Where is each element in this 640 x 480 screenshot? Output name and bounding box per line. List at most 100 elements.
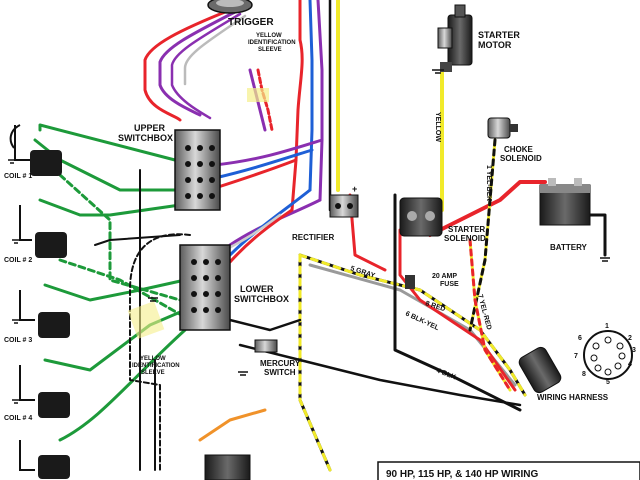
label-lower-switchbox-2: SWITCHBOX	[234, 294, 289, 304]
label-mercury-switch-1: MERCURY	[260, 359, 301, 368]
wire-red-to-upper	[213, 158, 298, 190]
label-lower-switchbox-1: LOWER	[240, 284, 274, 294]
coil-3-component	[19, 290, 70, 338]
upper-switchbox-component	[174, 129, 221, 211]
pin-label: 1	[605, 323, 609, 330]
mercury-switch-component	[254, 339, 278, 353]
label-upper-switchbox-2: SWITCHBOX	[118, 133, 173, 143]
wire-yel-red	[468, 238, 512, 392]
coil-2-component	[19, 205, 67, 258]
fuse-component	[405, 275, 415, 289]
label-trigger: TRIGGER	[228, 17, 274, 28]
label-yellow-sleeve-top-1: YELLOW	[256, 33, 282, 39]
label-yellow-sleeve-bottom-2: IDENTIFICATION	[132, 363, 180, 369]
wire-red-solenoid	[398, 228, 517, 392]
wire-green-white-2	[58, 258, 192, 322]
label-wiring-harness: WIRING HARNESS	[537, 393, 609, 402]
coil-4-component	[19, 365, 70, 418]
wire-blk-yel-vertical-dash	[298, 253, 332, 472]
wire-label-blk: 4 BLK	[435, 367, 456, 381]
label-upper-switchbox-1: UPPER	[134, 123, 166, 133]
title-box	[377, 461, 640, 480]
label-yellow-sleeve-bottom-3: SLEEVE	[141, 370, 165, 376]
yellow-sleeve-bottom-marker	[127, 301, 165, 339]
label-choke-solenoid-1: CHOKE	[504, 145, 534, 154]
label-yellow-sleeve-bottom-1: YELLOW	[140, 356, 166, 362]
label-battery: BATTERY	[550, 243, 588, 252]
wire-black-battery	[588, 213, 607, 257]
diagram-title: 90 HP, 115 HP, & 140 HP WIRING	[386, 469, 539, 480]
wire-blk-yel-lower	[228, 318, 302, 332]
wire-bundle	[33, 0, 607, 472]
label-starter-motor-1: STARTER	[478, 30, 520, 40]
wire-green-white-1	[58, 173, 182, 302]
wire-red-battery	[428, 180, 547, 237]
lower-module-component	[204, 454, 251, 480]
wire-orange	[198, 408, 267, 442]
wire-black-left-1	[94, 234, 181, 246]
choke-solenoid-component	[487, 117, 518, 139]
label-starter-motor-2: MOTOR	[478, 40, 512, 50]
wire-label-yel-blk: 1 YEL-BLK	[485, 165, 492, 201]
svg-text:+: +	[352, 184, 357, 194]
pin-label: 7	[574, 353, 578, 360]
label-mercury-switch-2: SWITCH	[264, 368, 296, 377]
wire-purple-trigger-2	[170, 12, 242, 120]
label-yellow-sleeve-top-2: IDENTIFICATION	[248, 40, 296, 46]
label-choke-solenoid-2: SOLENOID	[500, 154, 542, 163]
label-coil-2: COIL # 2	[4, 257, 32, 264]
starter-solenoid-component	[399, 197, 443, 237]
pin-label: 5	[606, 379, 610, 386]
lower-switchbox-component	[179, 244, 231, 331]
battery-component	[539, 178, 591, 226]
label-coil-1: COIL # 1	[4, 173, 32, 180]
wire-purple-vertical	[316, 0, 324, 202]
wire-black-white-loop	[129, 233, 191, 471]
pin-label: 3	[632, 347, 636, 354]
wire-black-harness	[393, 193, 522, 412]
wire-green-coil2	[38, 198, 182, 217]
label-coil-3: COIL # 3	[4, 337, 32, 344]
pin-label: 2	[628, 335, 632, 342]
starter-motor-component	[437, 4, 473, 72]
wire-blk-yel-main-dash	[298, 253, 527, 397]
wire-green-coil4	[43, 308, 187, 372]
wiring-harness-plug	[518, 330, 633, 394]
wire-red-vertical	[290, 0, 304, 212]
wire-white-trigger	[183, 14, 247, 86]
wire-yel-blk-dash	[468, 138, 497, 332]
label-fuse-1: 20 AMP	[432, 273, 457, 280]
wire-blue-to-lower	[228, 188, 312, 257]
wire-purple-to-upper	[213, 138, 324, 167]
label-coil-4: COIL # 4	[4, 415, 32, 422]
wire-red-trigger	[143, 8, 232, 122]
ground-symbols	[8, 69, 610, 404]
coil-5-component	[19, 440, 70, 479]
pin-label: 8	[582, 371, 586, 378]
harness-pin-labels: 1 2 3 4 5 6 7 8	[574, 323, 636, 386]
label-rectifier: RECTIFIER	[292, 233, 334, 242]
label-yellow-sleeve-top-3: SLEEVE	[258, 47, 282, 53]
wire-green-coil-top	[38, 123, 177, 162]
wire-label-blk-yel: 6 BLK-YEL	[404, 310, 440, 332]
coil-1-component	[9, 124, 62, 176]
pin-label: 6	[578, 335, 582, 342]
wire-purple-trigger	[158, 10, 237, 117]
wire-red-to-lower	[228, 208, 294, 264]
label-fuse-2: FUSE	[440, 281, 459, 288]
label-starter-solenoid-1: STARTER	[448, 225, 485, 234]
wire-label-yellow: YELLOW	[434, 112, 441, 142]
wire-blue-vertical	[308, 0, 314, 192]
wire-yel-red-dash	[468, 238, 512, 392]
wire-blue-to-upper	[213, 148, 314, 180]
wire-green-lower-1	[58, 328, 187, 442]
harness-pin-dots	[590, 336, 626, 376]
yellow-sleeve-top-marker	[247, 88, 269, 102]
wire-green-coil3	[43, 278, 187, 302]
wire-black-to-harness-2	[238, 343, 522, 407]
rectifier-component: +	[329, 184, 359, 218]
trigger-component	[207, 0, 253, 14]
pin-label: 4	[628, 361, 632, 368]
label-starter-solenoid-2: SOLENOID	[444, 234, 486, 243]
